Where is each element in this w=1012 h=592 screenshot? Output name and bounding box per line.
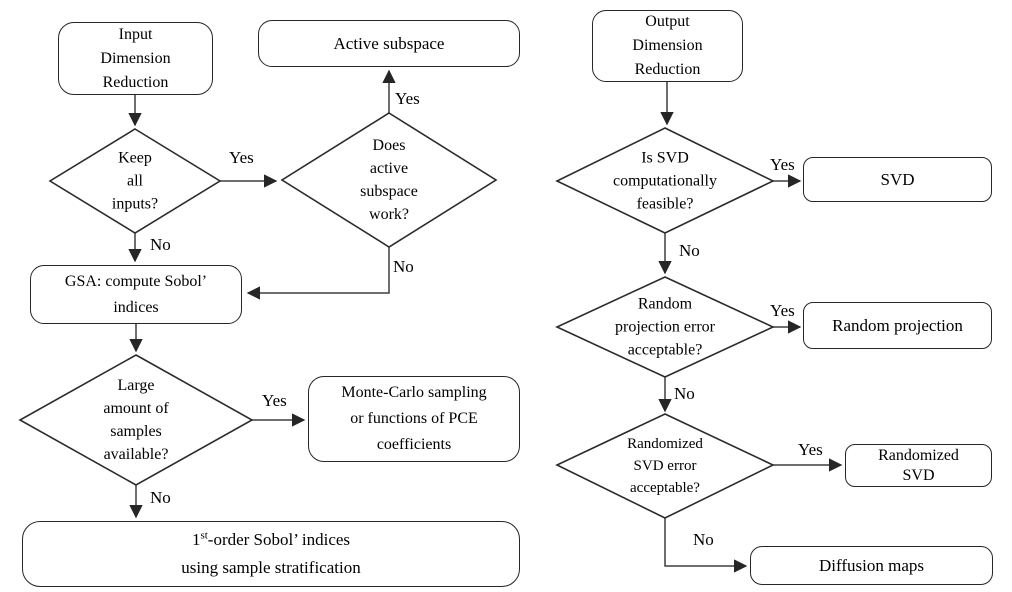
node-active-subspace: Active subspace xyxy=(258,20,520,67)
node-random-projection: Random projection xyxy=(803,302,992,349)
label-large-samples: Large amount of samples available? xyxy=(103,377,169,463)
decision-randomized-svd-error xyxy=(555,413,775,519)
node-monte-carlo-pce: Monte-Carlo sampling or functions of PCE… xyxy=(308,376,520,462)
edge-label-keep-no: No xyxy=(150,235,171,254)
node-gsa-sobol: GSA: compute Sobol’ indices xyxy=(30,265,242,324)
label-random-projection-error: Random projection error acceptable? xyxy=(615,295,715,359)
edge-label-rp-yes: Yes xyxy=(770,301,795,320)
final-line1-number: 1 xyxy=(191,530,201,549)
decision-svd-feasible xyxy=(555,127,775,234)
edge-label-keep-yes: Yes xyxy=(229,148,254,167)
node-randomized-svd: Randomized SVD xyxy=(845,444,992,487)
node-input-dimension-reduction: Input Dimension Reduction xyxy=(58,22,213,95)
edge-label-active-yes: Yes xyxy=(395,89,420,108)
edge-label-active-no: No xyxy=(393,257,414,276)
label-svd-feasible: Is SVD computationally feasible? xyxy=(613,149,717,213)
edge-label-rsvd-no: No xyxy=(693,530,714,549)
edge-active-no-to-gsa xyxy=(246,247,390,300)
label-keep-all-inputs: Keep all inputs? xyxy=(111,149,159,213)
node-first-order-sobol: 1st-order Sobol’ indices using sample st… xyxy=(22,521,520,587)
node-svd: SVD xyxy=(803,157,992,202)
edge-label-rp-no: No xyxy=(674,384,695,403)
decision-keep-all-inputs xyxy=(48,128,222,234)
edge-label-svd-yes: Yes xyxy=(770,155,795,174)
decision-active-subspace-work xyxy=(280,112,498,248)
final-box-line2: using sample stratification xyxy=(181,558,361,577)
label-randomized-svd-error: Randomized SVD error acceptable? xyxy=(627,436,703,496)
edge-label-svd-no: No xyxy=(679,241,700,260)
edge-label-samples-yes: Yes xyxy=(262,391,287,410)
edge-rsvd-no-to-dm xyxy=(664,518,748,573)
edge-label-rsvd-yes: Yes xyxy=(798,440,823,459)
final-line1-text: -order Sobol’ indices xyxy=(207,530,351,549)
node-output-dimension-reduction: Output Dimension Reduction xyxy=(592,10,743,82)
final-line1-superscript: st xyxy=(200,529,208,542)
final-box-line1: 1st-order Sobol’ indices xyxy=(192,526,350,554)
decision-large-samples xyxy=(18,354,254,486)
label-active-subspace-work: Does active subspace work? xyxy=(360,137,418,223)
edge-label-samples-no: No xyxy=(150,488,171,507)
node-diffusion-maps: Diffusion maps xyxy=(750,546,993,585)
decision-random-projection-error xyxy=(555,276,775,378)
